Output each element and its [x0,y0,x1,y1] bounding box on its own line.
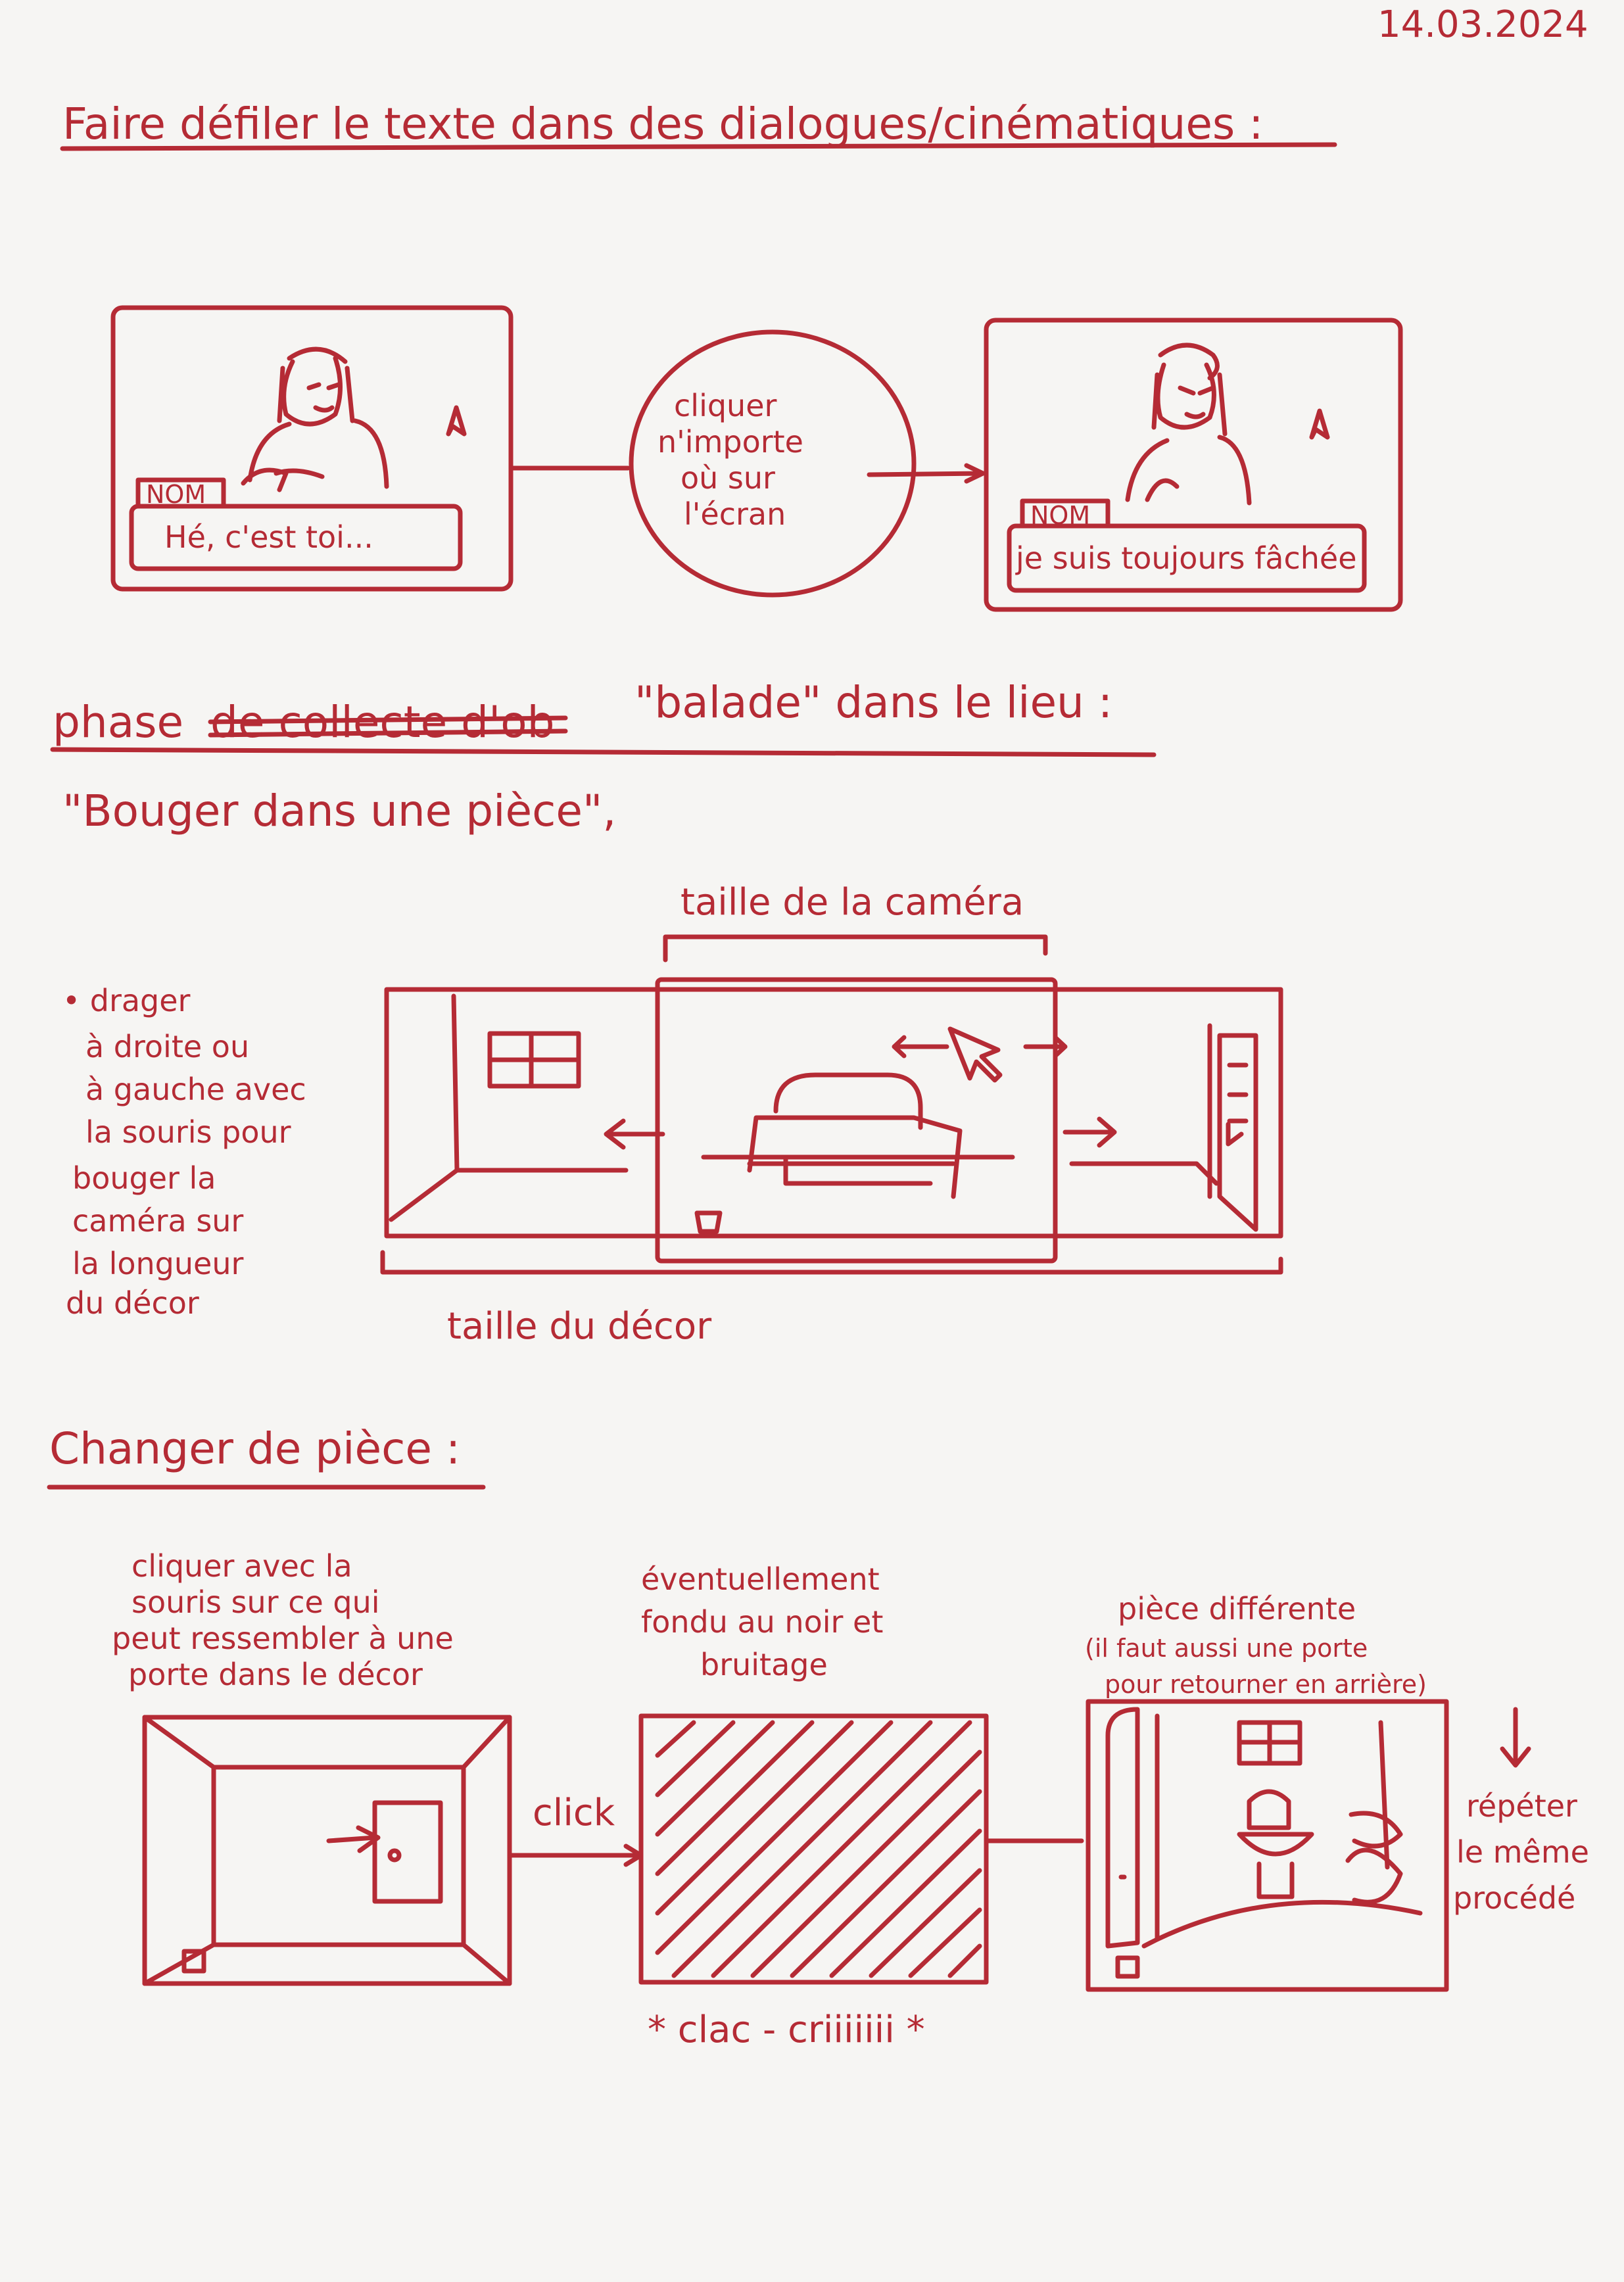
title-underline [60,142,1337,151]
caption-left-1: cliquer avec la [131,1548,352,1584]
room-right [1086,1699,1449,1992]
decor-diagram [380,934,1283,1275]
arrow-line-2 [867,463,986,484]
bubble-line-4: l'écran [684,496,786,532]
drag-note-6: caméra sur [72,1203,244,1239]
panel-left-name-tag: NOM [146,480,206,509]
caption-left-2: souris sur ce qui [131,1584,380,1620]
drag-note-4: la souris pour [85,1114,291,1150]
caption-right-1: pièce différente [1118,1591,1356,1627]
strike-line [208,715,568,725]
click-arrow [507,1843,644,1867]
repeat-arrow [1500,1707,1531,1768]
drag-note-3: à gauche avec [85,1072,306,1107]
camera-size-label: taille de la caméra [681,881,1024,924]
bubble-line-3: où sur [681,460,775,496]
section1-title: Faire défiler le texte dans des dialogue… [62,99,1264,149]
section2-heading-rest: "balade" dans le lieu : [634,677,1113,728]
fade-black-panel [638,1713,989,1985]
panel-left [110,305,513,592]
drag-note-7: la longueur [72,1246,244,1281]
bubble-line-2: n'importe [657,424,803,460]
strike-line-2 [208,728,568,738]
caption-middle-2: fondu au noir et [641,1604,884,1640]
caption-left-4: porte dans le décor [128,1657,423,1692]
drag-note-2: à droite ou [85,1029,250,1064]
decor-size-label: taille du décor [447,1305,712,1348]
drag-note-1: • drager [62,983,191,1018]
bubble-line-1: cliquer [674,388,777,423]
panel-right-dialogue: je suis toujours fâchée [1016,540,1357,576]
click-label: click [533,1792,615,1834]
caption-right-2: (il faut aussi une porte [1085,1634,1368,1663]
panel-right [984,318,1403,612]
section3-heading: Changer de pièce : [49,1423,461,1474]
panel-right-name-tag: NOM [1030,501,1091,530]
repeat-note-3: procédé [1453,1880,1576,1916]
room-left [142,1715,512,1986]
section2-heading-struck: de collecte d'ob [210,697,555,748]
section2-heading-word: phase [53,697,184,748]
date-label: 14.03.2024 [1377,3,1588,46]
caption-middle-3: bruitage [700,1647,828,1682]
sound-effect-label: * clac - criiiiiii * [648,2009,925,2051]
repeat-note-1: répéter [1466,1788,1577,1824]
panel-left-dialogue: Hé, c'est toi... [164,519,373,555]
caption-middle-1: éventuellement [641,1561,880,1597]
repeat-note-2: le même [1456,1834,1589,1870]
section2-subheading: "Bouger dans une pièce", [62,786,617,836]
drag-note-5: bouger la [72,1160,216,1196]
heading2-underline [50,747,1157,757]
caption-left-3: peut ressembler à une [112,1621,454,1656]
drag-note-8: du décor [66,1285,199,1321]
click-bubble [629,329,917,598]
caption-right-3: pour retourner en arrière) [1105,1670,1427,1699]
